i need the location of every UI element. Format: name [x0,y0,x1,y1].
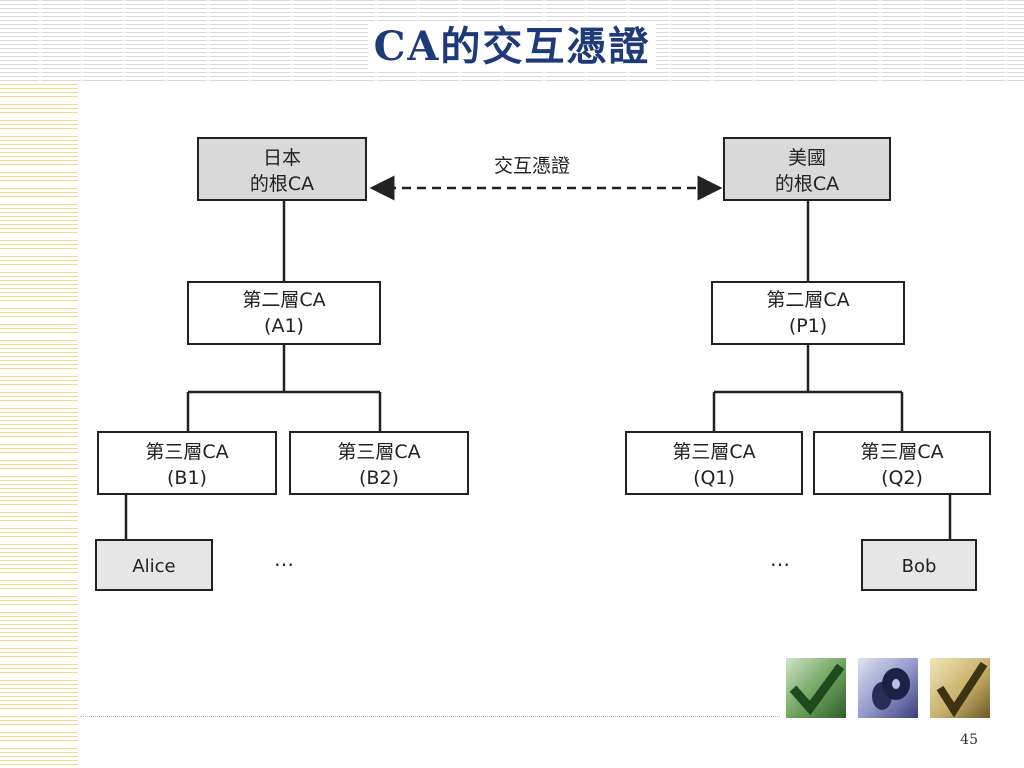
svg-text:的根CA: 的根CA [250,173,314,195]
svg-text:(Q2): (Q2) [881,467,923,489]
right-tree-connectors [712,200,952,540]
us-root-ca-node: 美國 的根CA [723,137,891,201]
svg-text:(B1): (B1) [167,467,207,489]
bob-node: Bob [861,539,977,591]
third-level-ca-q2-node: 第三層CA (Q2) [813,431,991,495]
svg-text:美國: 美國 [788,147,826,169]
svg-text:Bob: Bob [902,556,937,577]
svg-text:(A1): (A1) [264,315,304,337]
third-level-ca-b2-node: 第三層CA (B2) [289,431,469,495]
svg-text:日本: 日本 [263,147,301,169]
footer-divider [80,716,780,717]
svg-text:第二層CA: 第二層CA [242,289,325,311]
svg-text:Alice: Alice [132,556,175,577]
svg-text:(Q1): (Q1) [693,467,735,489]
checkmark-gold-icon [930,658,990,718]
svg-text:第三層CA: 第三層CA [145,441,228,463]
svg-text:第三層CA: 第三層CA [672,441,755,463]
second-level-ca-a1-node: 第二層CA (A1) [187,281,381,345]
slide-title: CA的交互憑證 [0,14,1024,72]
page-number: 45 [960,732,978,748]
left-tree-connectors [124,200,382,540]
svg-text:(B2): (B2) [359,467,399,489]
third-level-ca-q1-node: 第三層CA (Q1) [625,431,803,495]
alice-node: Alice [95,539,213,591]
disc-icon [858,658,918,718]
svg-text:第三層CA: 第三層CA [860,441,943,463]
checkmark-icon [786,658,846,718]
left-stripe-band [0,84,78,768]
ellipsis-right: … [770,547,790,571]
svg-text:的根CA: 的根CA [775,173,839,195]
ellipsis-left: … [274,547,294,571]
second-level-ca-p1-node: 第二層CA (P1) [711,281,905,345]
japan-root-ca-node: 日本 的根CA [197,137,367,201]
svg-text:第二層CA: 第二層CA [766,289,849,311]
svg-text:第三層CA: 第三層CA [337,441,420,463]
cross-certificate-label: 交互憑證 [494,155,570,177]
svg-text:(P1): (P1) [789,315,827,337]
third-level-ca-b1-node: 第三層CA (B1) [97,431,277,495]
